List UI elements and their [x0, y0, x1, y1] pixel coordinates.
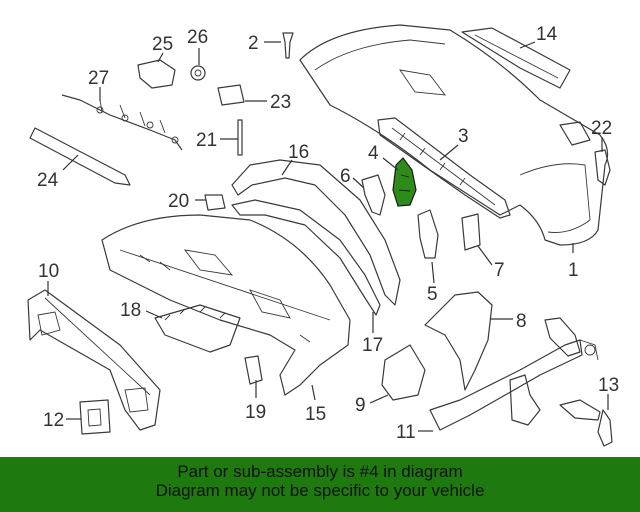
- info-banner: Part or sub-assembly is #4 in diagram Di…: [0, 457, 640, 512]
- callout-3: 3: [458, 126, 469, 147]
- callout-2: 2: [248, 33, 259, 54]
- part-14-strip: [461, 27, 571, 89]
- callout-20: 20: [168, 191, 189, 212]
- part-brackets-5-6: [361, 174, 481, 259]
- part-27-harness: [61, 94, 183, 151]
- part-15-diffuser: [101, 214, 351, 396]
- callout-13: 13: [598, 375, 619, 396]
- parts-diagram: 1 2 3 4 5 6 7 8 9 10 11 12 13 14 15 16 1…: [27, 24, 619, 447]
- callout-4: 4: [368, 143, 379, 164]
- part-8: [424, 291, 493, 391]
- callout-19: 19: [245, 402, 266, 423]
- part-9: [381, 344, 426, 401]
- callout-15: 15: [305, 404, 326, 425]
- callout-27: 27: [88, 68, 109, 89]
- part-24: [29, 127, 131, 186]
- callout-21: 21: [196, 130, 217, 151]
- part-22: [594, 149, 611, 186]
- callout-18: 18: [120, 300, 141, 321]
- part-4-highlighted-bracket: [392, 157, 417, 207]
- part-19: [244, 355, 263, 385]
- part-20: [204, 194, 226, 211]
- callout-6: 6: [340, 166, 351, 187]
- part-12: [79, 399, 111, 435]
- callout-16: 16: [288, 142, 309, 163]
- callout-24: 24: [37, 170, 59, 191]
- callout-numbers: 1 2 3 4 5 6 7 8 9 10 11 12 13 14 15 16 1…: [37, 24, 619, 443]
- callout-17: 17: [362, 335, 383, 356]
- callout-9: 9: [355, 395, 366, 416]
- part-11-hitch: [429, 317, 599, 431]
- small-parts: [137, 32, 294, 156]
- part-13: [559, 399, 613, 447]
- callout-23: 23: [270, 92, 291, 113]
- part-16-trim: [231, 159, 401, 306]
- leader-lines: [47, 41, 609, 432]
- banner-line-1: Part or sub-assembly is #4 in diagram: [177, 462, 463, 481]
- part-10-carrier: [27, 289, 161, 431]
- callout-25: 25: [152, 34, 173, 55]
- callout-22: 22: [591, 118, 612, 139]
- callout-1: 1: [568, 260, 579, 281]
- callout-8: 8: [516, 311, 527, 332]
- part-rear-bumper-cover: [299, 24, 609, 246]
- callout-26: 26: [187, 27, 208, 48]
- callout-7: 7: [494, 260, 505, 281]
- part-17-trim: [231, 199, 381, 316]
- part-absorber-bar: [377, 117, 511, 219]
- part-18: [154, 304, 241, 353]
- callout-14: 14: [536, 24, 558, 45]
- callout-11: 11: [396, 422, 416, 443]
- callout-5: 5: [427, 284, 438, 305]
- callout-10: 10: [38, 261, 59, 282]
- banner-line-2: Diagram may not be specific to your vehi…: [155, 481, 485, 500]
- callout-12: 12: [43, 410, 64, 431]
